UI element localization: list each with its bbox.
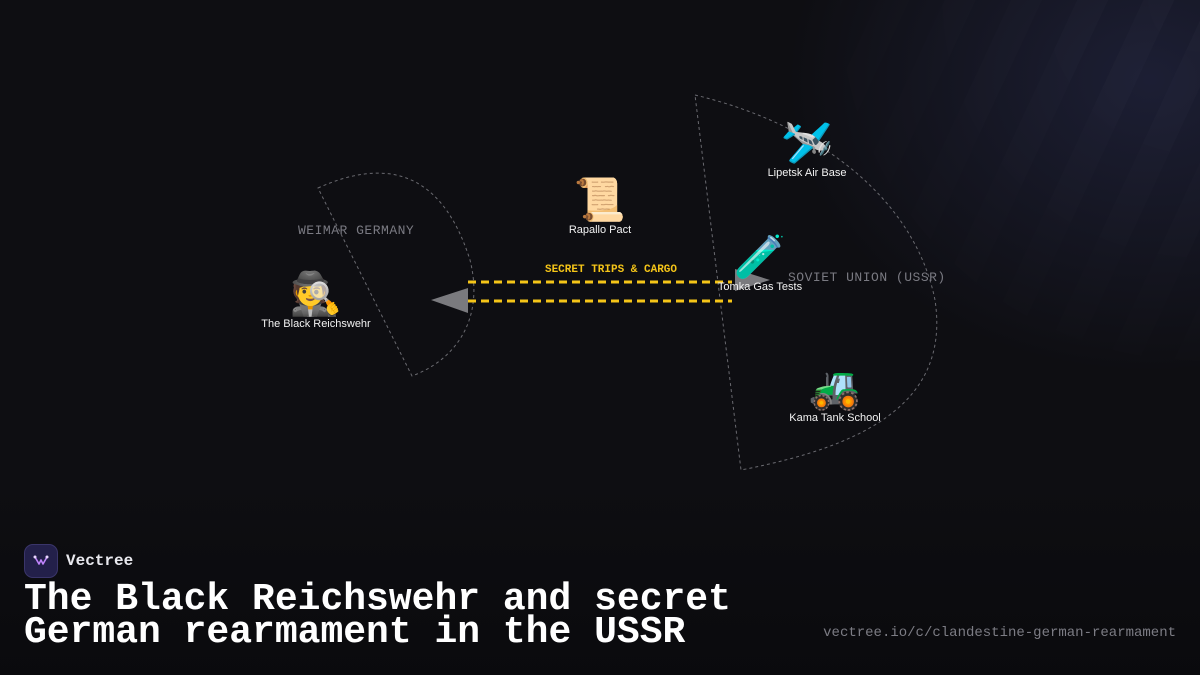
node-label-tomka-gas-tests: Tomka Gas Tests bbox=[717, 281, 803, 293]
node-rapallo-pact[interactable]: 📜 Rapallo Pact bbox=[568, 176, 632, 237]
node-label-kama-tank-school: Kama Tank School bbox=[789, 412, 881, 424]
region-label-ussr: SOVIET UNION (USSR) bbox=[788, 270, 946, 285]
node-label-black-reichswehr: The Black Reichswehr bbox=[261, 318, 371, 330]
brand[interactable]: Vectree bbox=[24, 544, 133, 578]
region-label-weimar: WEIMAR GERMANY bbox=[298, 223, 415, 238]
scroll-icon: 📜 bbox=[573, 176, 627, 223]
node-kama-tank-school[interactable]: 🚜 Kama Tank School bbox=[789, 364, 881, 425]
source-url[interactable]: vectree.io/c/clandestine-german-rearmame… bbox=[823, 625, 1176, 641]
route-label: SECRET TRIPS & CARGO bbox=[544, 264, 678, 276]
weimar-germany-boundary bbox=[317, 172, 475, 377]
node-label-rapallo-pact: Rapallo Pact bbox=[568, 224, 632, 236]
airplane-icon: 🛩️ bbox=[780, 119, 834, 166]
node-tomka-gas-tests[interactable]: 🧪 Tomka Gas Tests bbox=[717, 233, 803, 294]
background-rays bbox=[680, 0, 1200, 520]
route-arrowhead-west bbox=[431, 288, 468, 313]
route-arrowhead-east bbox=[735, 269, 770, 291]
node-lipetsk-air-base[interactable]: 🛩️ Lipetsk Air Base bbox=[767, 119, 847, 180]
brand-name: Vectree bbox=[66, 552, 134, 570]
node-black-reichswehr[interactable]: 🕵️ The Black Reichswehr bbox=[261, 270, 371, 331]
detective-icon: 🕵️ bbox=[289, 270, 343, 317]
page-title: The Black Reichswehr and secret German r… bbox=[24, 578, 731, 654]
test-tube-icon: 🧪 bbox=[733, 233, 787, 280]
tractor-icon: 🚜 bbox=[808, 364, 862, 411]
node-label-lipetsk-air-base: Lipetsk Air Base bbox=[767, 167, 847, 179]
vectree-logo-icon bbox=[24, 544, 58, 578]
